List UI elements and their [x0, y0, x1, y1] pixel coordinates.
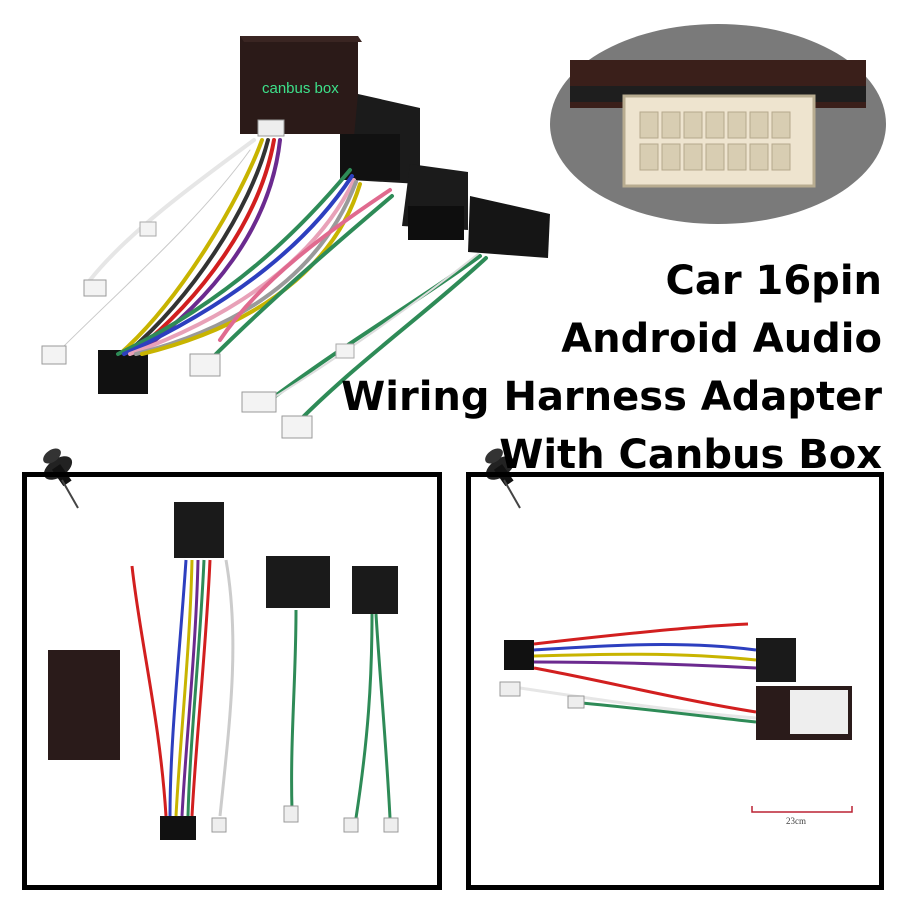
- title-line-1: Car 16pin: [665, 258, 882, 304]
- right-photo-frame: [466, 472, 884, 890]
- title-line-4: With Canbus Box: [499, 432, 882, 478]
- canbus-box-label: canbus box: [262, 80, 339, 97]
- product-title: Car 16pin Android Audio Wiring Harness A…: [322, 252, 882, 484]
- title-line-2: Android Audio: [561, 316, 882, 362]
- title-line-3: Wiring Harness Adapter: [341, 374, 882, 420]
- scale-label: 23cm: [786, 816, 806, 826]
- scale-bar: [751, 806, 853, 813]
- connector-closeup: [550, 24, 886, 224]
- canbus-box: [240, 36, 358, 134]
- left-photo-frame: [22, 472, 442, 890]
- left-frame-photo: [48, 502, 399, 840]
- main-harness-photo: [41, 36, 550, 439]
- right-frame-photo: [499, 622, 853, 813]
- plug-16pin: [98, 350, 148, 394]
